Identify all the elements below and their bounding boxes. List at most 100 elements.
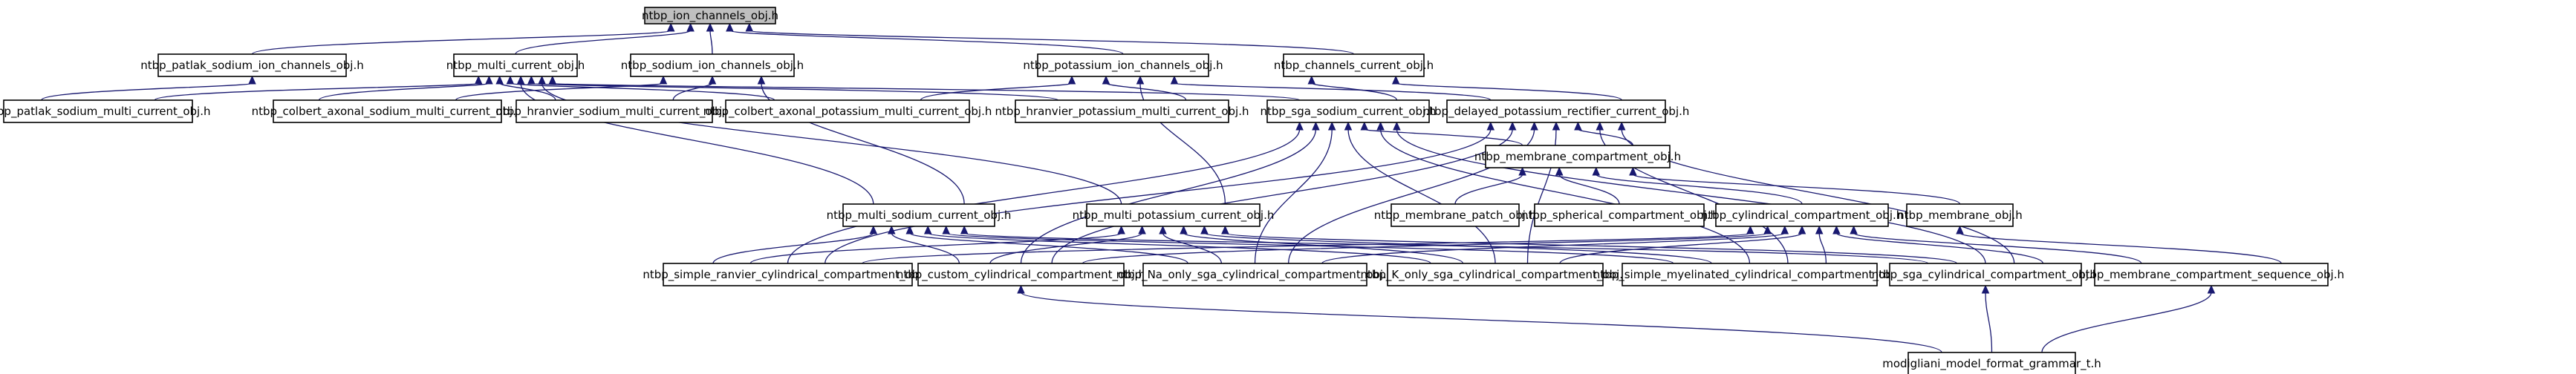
edge-seq-to-cyl <box>1850 225 2142 264</box>
node-label: modigliani_model_format_grammar_t.h <box>1882 357 2101 371</box>
edge-colbert_sod-to-sod_ch <box>455 75 668 101</box>
edge-na_cyl-to-multi_pot <box>1159 225 1222 264</box>
edge-colbert_pot-to-multi_cur <box>506 75 775 101</box>
edge-multi_cur-to-root <box>515 22 695 55</box>
node-label: ntbp_membrane_patch_obj.h <box>1374 209 1537 223</box>
node-label: ntbp_K_only_sga_cylindrical_compartment_… <box>1360 268 1630 282</box>
edge-grammar-to-sga_cyl <box>1981 284 1993 353</box>
edge-patch-to-membrane <box>1454 166 1526 205</box>
edge-k_cyl-to-multi_sod <box>923 225 1431 264</box>
node-chan-cur[interactable]: ntbp_channels_current_obj.h <box>1274 53 1434 77</box>
node-myel-cyl[interactable]: ntbp_simple_myelinated_cylindrical_compa… <box>1593 263 1906 286</box>
edge-patlak_multi-to-patlak_ch <box>41 75 256 101</box>
edge-ranvier_cyl-to-delayed <box>824 121 1495 264</box>
edge-colbert_sod-to-multi_cur <box>318 75 493 101</box>
edge-myel_cyl-to-multi_pot <box>1200 225 1712 264</box>
edge-cyl-to-membrane <box>1592 166 1803 205</box>
node-spherical[interactable]: ntbp_spherical_compartment_obj.h <box>1521 203 1717 227</box>
node-label: ntbp_colbert_axonal_potassium_multi_curr… <box>703 105 992 119</box>
edge-spherical-to-membrane <box>1555 166 1620 205</box>
node-grammar[interactable]: modigliani_model_format_grammar_t.h <box>1882 352 2101 374</box>
node-seq[interactable]: ntbp_membrane_compartment_sequence_obj.h <box>2078 263 2344 286</box>
edge-layer <box>41 22 2282 353</box>
node-cyl[interactable]: ntbp_cylindrical_compartment_obj.h <box>1701 203 1904 227</box>
edge-custom_cyl-to-sga_sod <box>1020 121 1320 264</box>
edge-custom_cyl-to-multi_sod <box>888 225 960 264</box>
edge-membrane-to-delayed <box>1574 121 1634 146</box>
node-label: ntbp_sga_sodium_current_obj.h <box>1260 105 1436 119</box>
node-hranvier-pot[interactable]: ntbp_hranvier_potassium_multi_current_ob… <box>995 99 1249 123</box>
node-label: ntbp_patlak_sodium_multi_current_obj.h <box>0 105 210 119</box>
node-label: ntbp_potassium_ion_channels_obj.h <box>1023 59 1223 73</box>
node-label: ntbp_multi_potassium_current_obj.h <box>1073 209 1275 223</box>
edge-na_cyl-to-multi_sod <box>905 225 1188 264</box>
node-label: ntbp_sga_cylindrical_compartment_obj.h <box>1872 268 2100 282</box>
node-membrane[interactable]: ntbp_membrane_compartment_obj.h <box>1474 145 1681 168</box>
node-ranvier-cyl[interactable]: ntbp_simple_ranvier_cylindrical_compartm… <box>643 263 933 286</box>
edge-grammar-to-seq <box>2041 284 2216 353</box>
node-label: ntbp_hranvier_potassium_multi_current_ob… <box>995 105 1249 119</box>
node-label: ntbp_colbert_axonal_sodium_multi_current… <box>252 105 524 119</box>
edge-ranvier_cyl-to-multi_pot <box>749 225 1125 264</box>
edge-sga_cyl-to-multi_pot <box>1221 225 1957 264</box>
edge-hranvier_pot-to-pot_ch <box>1102 75 1187 101</box>
node-na-cyl[interactable]: ntbp_Na_only_sga_cylindrical_compartment… <box>1116 263 1394 286</box>
node-label: ntbp_custom_cylindrical_compartment_obj.… <box>897 268 1145 282</box>
node-multi-cur[interactable]: ntbp_multi_current_obj.h <box>446 53 585 77</box>
node-label: ntbp_simple_ranvier_cylindrical_compartm… <box>643 268 932 282</box>
node-mem-obj[interactable]: ntbp_membrane_obj.h <box>1897 203 2023 227</box>
node-label: ntbp_cylindrical_compartment_obj.h <box>1701 209 1904 223</box>
node-patlak-multi[interactable]: ntbp_patlak_sodium_multi_current_obj.h <box>0 99 210 123</box>
node-colbert-sod[interactable]: ntbp_colbert_axonal_sodium_multi_current… <box>252 99 524 123</box>
node-multi-pot[interactable]: ntbp_multi_potassium_current_obj.h <box>1073 203 1275 227</box>
node-multi-sod[interactable]: ntbp_multi_sodium_current_obj.h <box>827 203 1012 227</box>
node-layer: ntbp_ion_channels_obj.h ntbp_patlak_sodiu… <box>0 7 2344 374</box>
edge-colbert_pot-to-pot_ch <box>920 75 1076 101</box>
edge-k_cyl-to-sga_sod <box>1344 121 1496 264</box>
edge-patlak_ch-to-root <box>251 22 675 55</box>
edge-custom_cyl-to-multi_pot <box>989 225 1146 264</box>
edge-myel_cyl-to-cyl <box>1815 225 1827 264</box>
edge-delayed-to-pot_ch <box>1170 75 1492 101</box>
node-label: ntbp_simple_myelinated_cylindrical_compa… <box>1593 268 1906 282</box>
node-sga-cyl[interactable]: ntbp_sga_cylindrical_compartment_obj.h <box>1872 263 2100 286</box>
edge-k_cyl-to-cyl <box>1559 225 1806 264</box>
edge-pot_ch-to-root <box>726 22 1124 55</box>
edge-sga_sod-to-chan_cur <box>1307 75 1398 101</box>
node-colbert-pot[interactable]: ntbp_colbert_axonal_potassium_multi_curr… <box>703 99 992 123</box>
node-label: ntbp_membrane_compartment_sequence_obj.h <box>2078 268 2344 282</box>
edge-patlak_multi-to-multi_cur <box>154 75 483 101</box>
node-label: ntbp_hranvier_sodium_multi_current_obj.h <box>495 105 732 119</box>
edge-sga_cyl-to-cyl <box>1832 225 2044 264</box>
node-patch[interactable]: ntbp_membrane_patch_obj.h <box>1374 203 1537 227</box>
node-sod-ch[interactable]: ntbp_sodium_ion_channels_obj.h <box>621 53 804 77</box>
node-hranvier-sod[interactable]: ntbp_hranvier_sodium_multi_current_obj.h <box>495 99 733 123</box>
node-label: ntbp_channels_current_obj.h <box>1274 59 1434 73</box>
node-patlak-ch[interactable]: ntbp_patlak_sodium_ion_channels_obj.h <box>140 53 364 77</box>
edge-myel_cyl-to-sga_sod <box>1376 121 1751 264</box>
edge-sga_cyl-to-delayed <box>1617 121 2015 264</box>
node-root[interactable]: ntbp_ion_channels_obj.h <box>642 7 778 24</box>
edge-custom_cyl-to-cyl <box>1082 225 1772 264</box>
edge-sod_ch-to-root <box>706 22 715 55</box>
node-delayed[interactable]: ntbp_delayed_potassium_rectifier_current… <box>1423 99 1690 123</box>
node-sga-sod[interactable]: ntbp_sga_sodium_current_obj.h <box>1260 99 1437 123</box>
node-label: ntbp_Na_only_sga_cylindrical_compartment… <box>1116 268 1394 282</box>
edge-grammar-to-custom_cyl <box>1017 284 1942 353</box>
node-k-cyl[interactable]: ntbp_K_only_sga_cylindrical_compartment_… <box>1360 263 1630 286</box>
edge-delayed-to-chan_cur <box>1391 75 1622 101</box>
node-label: ntbp_spherical_compartment_obj.h <box>1521 209 1717 223</box>
edge-na_cyl-to-cyl <box>1321 225 1789 264</box>
node-label: ntbp_multi_sodium_current_obj.h <box>827 209 1012 223</box>
edge-seq-to-mem_obj <box>1956 225 2282 264</box>
edge-ranvier_cyl-to-cyl <box>862 225 1754 264</box>
edge-sga_cyl-to-sga_sod <box>1393 121 1986 264</box>
edge-hranvier_sod-to-sod_ch <box>672 75 717 101</box>
edge-membrane-to-sga_sod <box>1360 121 1523 146</box>
node-label: ntbp_membrane_compartment_obj.h <box>1474 150 1681 164</box>
node-custom-cyl[interactable]: ntbp_custom_cylindrical_compartment_obj.… <box>897 263 1145 286</box>
node-label: ntbp_ion_channels_obj.h <box>642 9 778 23</box>
edge-hranvier_sod-to-multi_cur <box>495 75 556 101</box>
node-pot-ch[interactable]: ntbp_potassium_ion_channels_obj.h <box>1023 53 1223 77</box>
node-label: ntbp_membrane_obj.h <box>1897 209 2023 223</box>
